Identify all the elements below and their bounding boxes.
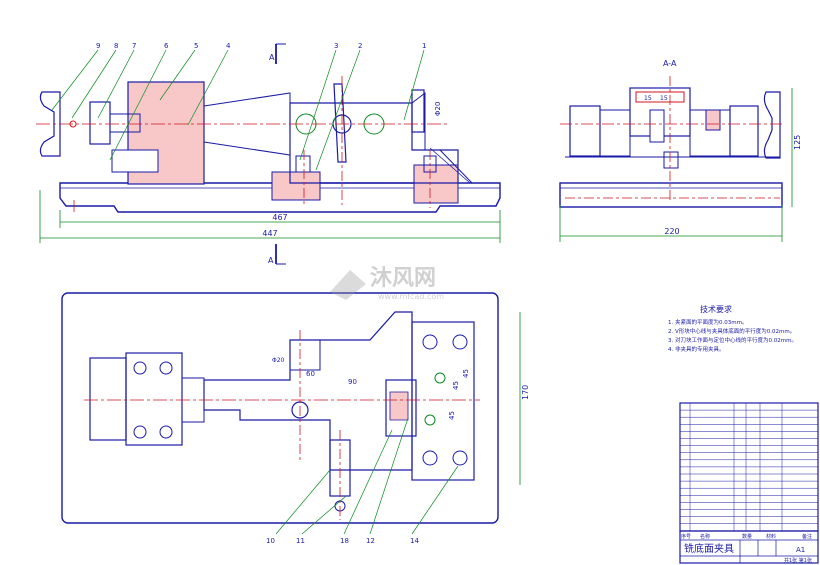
section-mark-bottom: A xyxy=(268,256,274,265)
dim-plan-45c: 45 xyxy=(448,411,456,420)
balloon-4: 4 xyxy=(226,42,231,50)
dim-plan-170: 170 xyxy=(521,385,530,400)
section-markers: A A xyxy=(268,43,286,265)
balloon-11: 11 xyxy=(296,537,305,545)
watermark-url: www.mfcad.com xyxy=(378,292,444,301)
balloon-9: 9 xyxy=(96,42,100,50)
tech-req-3: 3. 对刀块工作面与定位中心线的平行度为0.02mm。 xyxy=(668,336,797,344)
balloon-12: 12 xyxy=(366,537,375,545)
balloon-3: 3 xyxy=(334,42,338,50)
balloon-14: 14 xyxy=(410,537,419,545)
balloon-6: 6 xyxy=(164,42,169,50)
dim-front-phi: Φ20 xyxy=(434,102,442,116)
watermark: 沐风网 www.mfcad.com xyxy=(330,266,444,301)
tech-req-title: 技术要求 xyxy=(700,304,732,314)
dim-side-15a: 15 xyxy=(644,95,652,102)
hdr-col-3: 材料 xyxy=(766,533,776,540)
title-block: 序号 名称 数量 材料 备注 铣底面夹具 A1 共1张 第1张 xyxy=(679,530,819,564)
balloon-18: 18 xyxy=(340,537,349,545)
hdr-col-1: 名称 xyxy=(700,533,710,540)
front-view-balloons: 9 8 7 6 5 4 3 2 1 xyxy=(96,42,426,50)
dim-plan-60: 60 xyxy=(306,370,315,378)
technical-requirements: 技术要求 1. 夹紧面的平面度为0.03mm。 2. V形块中心线与夹具体底面的… xyxy=(668,304,797,353)
dim-front-447: 447 xyxy=(262,229,277,238)
section-mark-top: A xyxy=(269,53,275,62)
dim-plan-90: 90 xyxy=(348,378,357,386)
dim-plan-45b: 45 xyxy=(462,369,470,378)
drawing-name: 铣底面夹具 xyxy=(684,542,734,555)
dim-plan-45a: 45 xyxy=(452,381,460,390)
dim-side-15b: 15 xyxy=(660,95,668,102)
balloon-2: 2 xyxy=(358,42,362,50)
hdr-col-0: 序号 xyxy=(681,533,691,540)
parts-list xyxy=(679,402,819,532)
balloon-10: 10 xyxy=(266,537,275,545)
front-view: 467 447 Φ20 xyxy=(36,49,501,243)
plan-view: 170 45 45 45 60 90 Φ20 xyxy=(61,292,530,535)
dim-plan-phi: Φ20 xyxy=(272,357,285,364)
hdr-col-2: 数量 xyxy=(742,533,752,540)
tech-req-2: 2. V形块中心线与夹具体底面的平行度为0.02mm。 xyxy=(668,327,795,335)
section-title: A-A xyxy=(663,59,677,68)
side-view: A-A 220 125 15 15 xyxy=(559,59,802,242)
balloon-8: 8 xyxy=(114,42,118,50)
dim-front-467: 467 xyxy=(272,213,287,222)
sheet-size: A1 xyxy=(796,546,805,554)
balloon-1: 1 xyxy=(422,42,426,50)
balloon-5: 5 xyxy=(194,42,198,50)
hdr-col-4: 备注 xyxy=(802,533,812,540)
watermark-cn: 沐风网 xyxy=(370,266,436,291)
dim-side-width: 220 xyxy=(664,227,679,236)
plan-view-balloons: 10 11 18 12 14 xyxy=(266,537,419,545)
sheet-count: 共1张 第1张 xyxy=(784,557,812,564)
balloon-7: 7 xyxy=(132,42,136,50)
dim-side-height: 125 xyxy=(793,135,802,150)
tech-req-1: 1. 夹紧面的平面度为0.03mm。 xyxy=(668,318,747,326)
tech-req-4: 4. 非夹具的专用夹具。 xyxy=(668,345,725,353)
